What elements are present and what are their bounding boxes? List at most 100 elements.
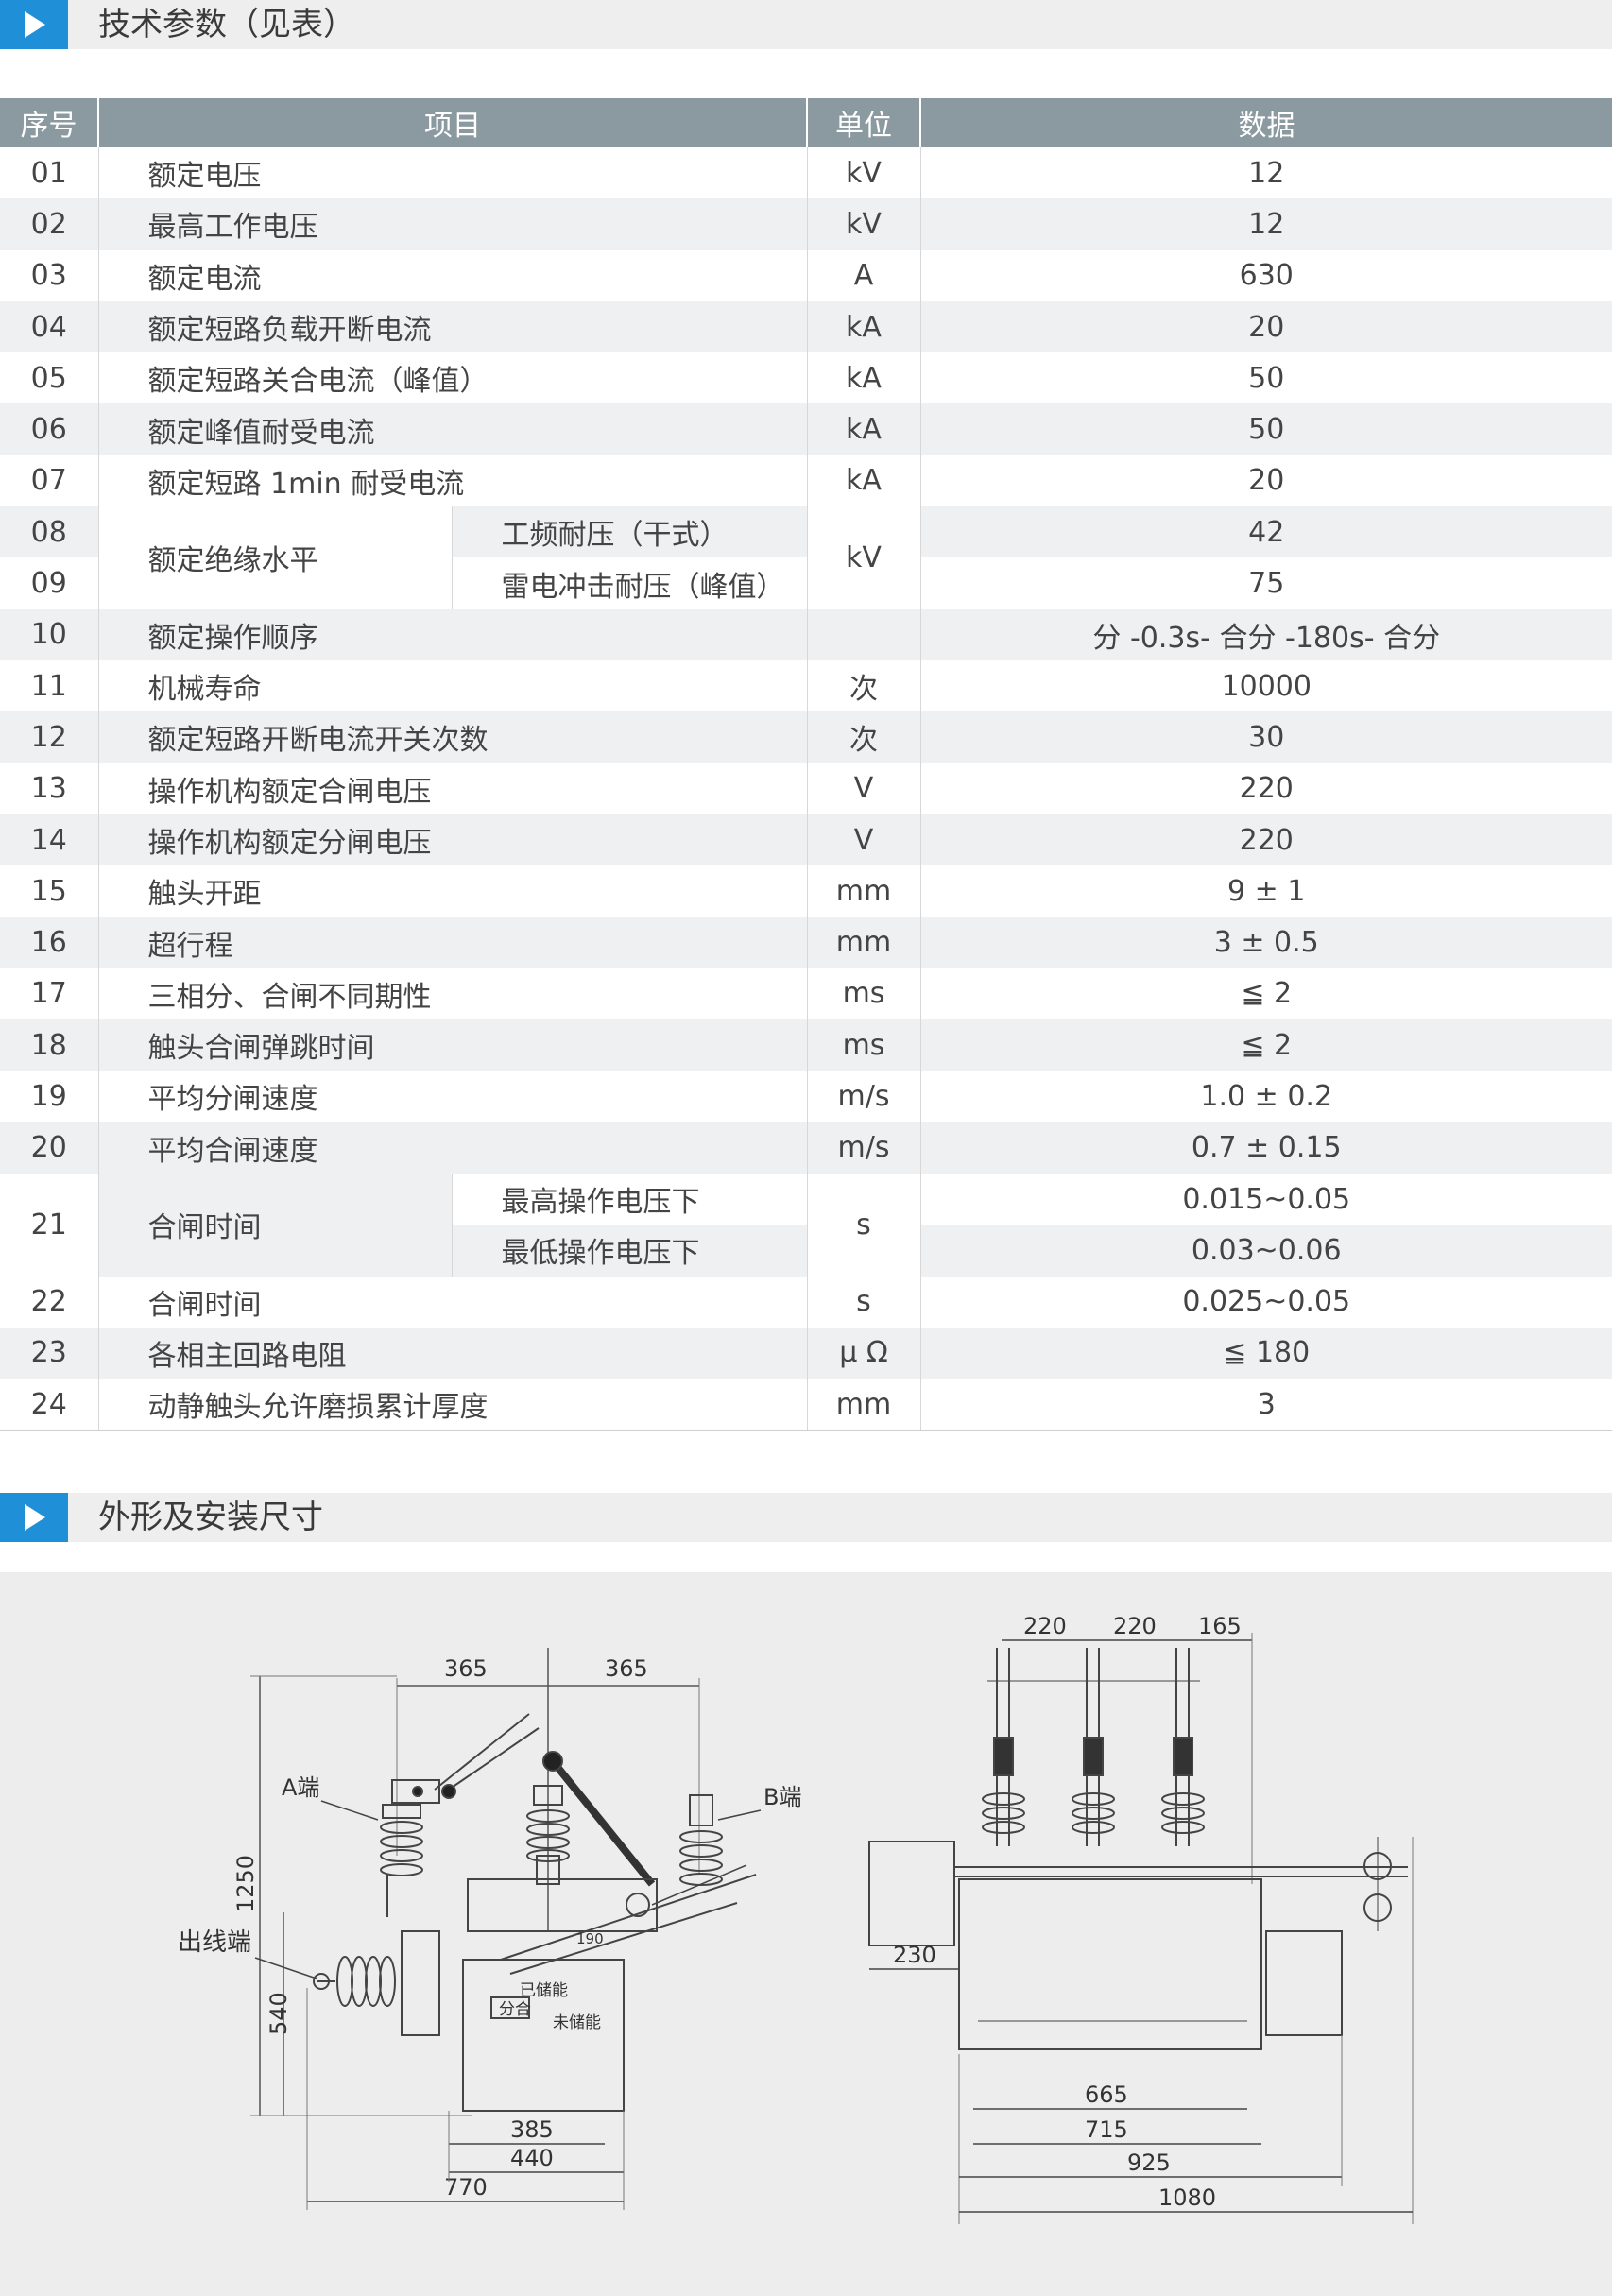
row-item: 操作机构额定分闸电压 bbox=[98, 814, 808, 866]
spec-table: 序号 项目 单位 数据 01 额定电压 kV 12 02 最高工作电压 kV 1… bbox=[0, 98, 1612, 1432]
row-subitem: 雷电冲击耐压（峰值） bbox=[452, 557, 808, 609]
table-row: 05 额定短路关合电流（峰值） kA 50 bbox=[0, 352, 1612, 404]
row-no: 08 bbox=[0, 506, 99, 558]
row-item: 超行程 bbox=[98, 917, 808, 968]
row-no: 20 bbox=[0, 1122, 99, 1174]
row-no: 09 bbox=[0, 557, 99, 609]
front-view: 220 220 165 bbox=[868, 1613, 1414, 2224]
row-item: 触头合闸弹跳时间 bbox=[98, 1019, 808, 1071]
row-no: 05 bbox=[0, 352, 99, 404]
dim-165: 165 bbox=[1198, 1613, 1242, 1639]
side-view: 365 365 1250 540 bbox=[178, 1648, 801, 2210]
row-value: 50 bbox=[920, 403, 1612, 455]
row-value: 220 bbox=[920, 814, 1612, 866]
row-no: 02 bbox=[0, 198, 99, 250]
row-value: 9 ± 1 bbox=[920, 865, 1612, 917]
row-no: 21 bbox=[0, 1173, 99, 1277]
row-item: 额定峰值耐受电流 bbox=[98, 403, 808, 455]
row-unit: 次 bbox=[807, 711, 921, 763]
dim-190: 190 bbox=[576, 1930, 604, 1947]
table-row: 16 超行程 mm 3 ± 0.5 bbox=[0, 917, 1612, 968]
row-unit: m/s bbox=[807, 1071, 921, 1122]
label-b-end: B端 bbox=[763, 1784, 801, 1810]
row-unit: μ Ω bbox=[807, 1327, 921, 1379]
row-value: 42 bbox=[920, 506, 1612, 558]
section-title-specs: 技术参数（见表） bbox=[98, 6, 355, 43]
row-value: 3 ± 0.5 bbox=[920, 917, 1612, 968]
row-no: 03 bbox=[0, 249, 99, 301]
dim-770: 770 bbox=[444, 2174, 488, 2201]
table-row: 12 额定短路开断电流开关次数 次 30 bbox=[0, 711, 1612, 763]
row-value: 3 bbox=[920, 1379, 1612, 1432]
row-no: 22 bbox=[0, 1276, 99, 1328]
dim-385: 385 bbox=[510, 2116, 554, 2143]
row-unit: V bbox=[807, 762, 921, 814]
row-value: 0.015~0.05 bbox=[920, 1173, 1612, 1225]
table-row: 03 额定电流 A 630 bbox=[0, 249, 1612, 301]
label-unstored: 未储能 bbox=[553, 2013, 601, 2032]
row-unit: s bbox=[807, 1276, 921, 1328]
table-row: 02 最高工作电压 kV 12 bbox=[0, 198, 1612, 250]
row-value: ≦ 2 bbox=[920, 968, 1612, 1020]
table-row: 23 各相主回路电阻 μ Ω ≦ 180 bbox=[0, 1327, 1612, 1379]
dim-1250: 1250 bbox=[232, 1855, 259, 1912]
row-value: 20 bbox=[920, 300, 1612, 353]
row-value: 0.03~0.06 bbox=[920, 1225, 1612, 1277]
row-no: 18 bbox=[0, 1019, 99, 1071]
row-no: 24 bbox=[0, 1379, 99, 1432]
row-value: 220 bbox=[920, 762, 1612, 814]
row-item: 额定短路关合电流（峰值） bbox=[98, 352, 808, 404]
row-value: 20 bbox=[920, 454, 1612, 507]
table-row: 08 额定绝缘水平 工频耐压（干式） kV 42 bbox=[0, 506, 1612, 609]
row-value: 630 bbox=[920, 249, 1612, 301]
row-item: 平均分闸速度 bbox=[98, 1071, 808, 1122]
row-item: 操作机构额定合闸电压 bbox=[98, 762, 808, 814]
row-item: 额定操作顺序 bbox=[98, 608, 808, 660]
row-item: 各相主回路电阻 bbox=[98, 1327, 808, 1379]
play-arrow-icon bbox=[0, 0, 68, 49]
table-row: 01 额定电压 kV 12 bbox=[0, 147, 1612, 199]
row-unit: s bbox=[807, 1173, 921, 1277]
row-no: 04 bbox=[0, 300, 99, 353]
dim-715: 715 bbox=[1085, 2116, 1128, 2143]
dim-220-a: 220 bbox=[1023, 1613, 1067, 1639]
row-item: 额定电压 bbox=[98, 147, 808, 199]
table-row: 09 雷电冲击耐压（峰值） 75 bbox=[0, 557, 1612, 609]
row-item: 额定短路开断电流开关次数 bbox=[98, 711, 808, 763]
row-value: 10000 bbox=[920, 660, 1612, 712]
dim-540: 540 bbox=[266, 1992, 292, 2035]
table-row: 14 操作机构额定分闸电压 V 220 bbox=[0, 814, 1612, 866]
dim-365-right: 365 bbox=[605, 1655, 648, 1682]
table-row: 24 动静触头允许磨损累计厚度 mm 3 bbox=[0, 1379, 1612, 1432]
row-item: 三相分、合闸不同期性 bbox=[98, 968, 808, 1020]
row-item: 触头开距 bbox=[98, 865, 808, 917]
row-unit: mm bbox=[807, 865, 921, 917]
row-no: 06 bbox=[0, 403, 99, 455]
row-no: 19 bbox=[0, 1071, 99, 1122]
row-item: 最高工作电压 bbox=[98, 198, 808, 250]
row-value: 分 -0.3s- 合分 -180s- 合分 bbox=[920, 608, 1612, 660]
row-value: 0.025~0.05 bbox=[920, 1276, 1612, 1328]
row-item: 平均合闸速度 bbox=[98, 1122, 808, 1174]
table-row: 15 触头开距 mm 9 ± 1 bbox=[0, 865, 1612, 917]
table-row: 06 额定峰值耐受电流 kA 50 bbox=[0, 403, 1612, 455]
section-title-dimensions: 外形及安装尺寸 bbox=[98, 1499, 323, 1536]
table-row: 11 机械寿命 次 10000 bbox=[0, 660, 1612, 712]
label-a-end: A端 bbox=[282, 1774, 319, 1801]
row-item: 动静触头允许磨损累计厚度 bbox=[98, 1379, 808, 1432]
row-item: 额定短路负载开断电流 bbox=[98, 300, 808, 353]
row-unit: kV bbox=[807, 506, 921, 609]
row-unit: kA bbox=[807, 403, 921, 455]
dim-1080: 1080 bbox=[1158, 2185, 1216, 2211]
row-no: 10 bbox=[0, 608, 99, 660]
label-outlet-end: 出线端 bbox=[178, 1928, 251, 1957]
row-unit: m/s bbox=[807, 1122, 921, 1174]
table-row: 20 平均合闸速度 m/s 0.7 ± 0.15 bbox=[0, 1122, 1612, 1174]
row-value: 12 bbox=[920, 198, 1612, 250]
row-unit: kA bbox=[807, 300, 921, 353]
row-unit: kV bbox=[807, 147, 921, 199]
row-item: 合闸时间 bbox=[98, 1276, 808, 1328]
row-item: 额定绝缘水平 bbox=[98, 506, 453, 609]
row-no: 13 bbox=[0, 762, 99, 814]
dim-220-b: 220 bbox=[1113, 1613, 1157, 1639]
